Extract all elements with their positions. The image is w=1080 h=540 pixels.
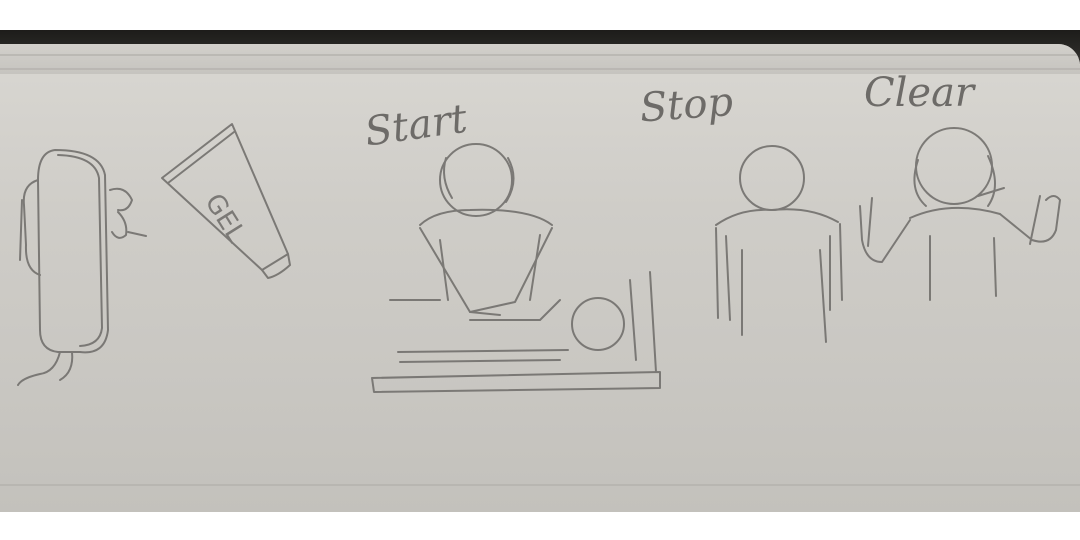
white-margin	[0, 512, 1080, 540]
gel-tube-icon: GEL	[161, 123, 291, 279]
page-bottom-line	[0, 484, 1080, 486]
clear-label: Clear	[864, 70, 977, 116]
page-edge-line	[0, 54, 1080, 56]
cpr-figure-icon	[371, 143, 661, 393]
start-label: Start	[362, 96, 471, 156]
page-edge-line	[0, 68, 1080, 70]
stop-label: Stop	[638, 79, 734, 131]
notebook-paper	[0, 44, 1080, 512]
clear-figure-icon	[859, 127, 1061, 301]
phone-icon	[17, 149, 147, 386]
stop-figure-icon	[715, 145, 843, 343]
